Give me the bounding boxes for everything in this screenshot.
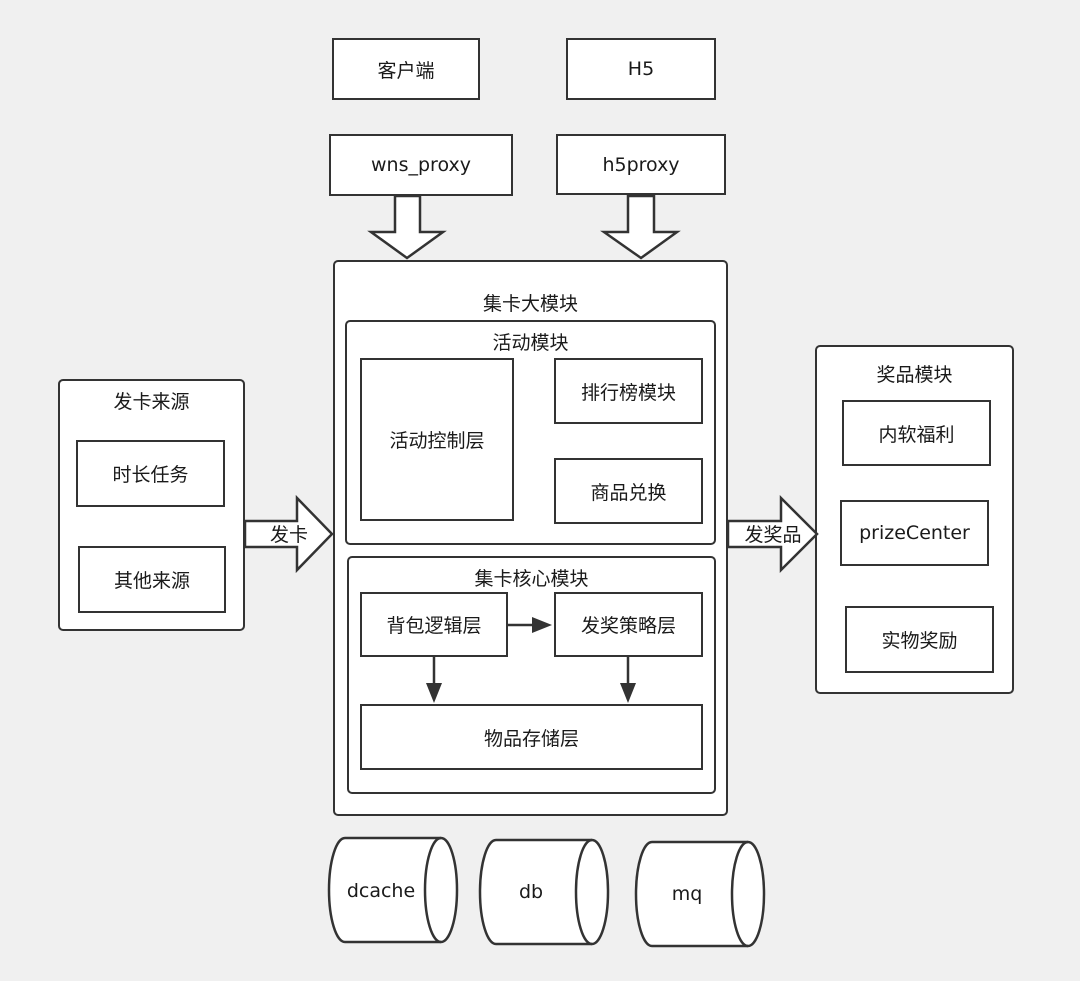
- prize-module-title: 奖品模块: [876, 364, 953, 386]
- wns-proxy-box: wns_proxy: [329, 134, 513, 196]
- mq-cylinder: mq: [634, 840, 766, 948]
- wns-proxy-down-arrow: [367, 194, 447, 260]
- client-box: 客户端: [332, 38, 480, 100]
- item-storage-box: 物品存储层: [360, 704, 703, 770]
- client-label: 客户端: [377, 59, 435, 82]
- prize-strategy-box: 发奖策略层: [554, 592, 703, 657]
- physical-prize-label: 实物奖励: [881, 630, 958, 652]
- prize-center-label: prizeCenter: [859, 522, 970, 544]
- activity-module-title: 活动模块: [492, 332, 569, 354]
- physical-prize-box: 实物奖励: [845, 606, 994, 673]
- duration-task-label: 时长任务: [112, 464, 189, 486]
- mq-label: mq: [672, 883, 703, 905]
- h5proxy-box: h5proxy: [556, 134, 726, 195]
- issue-prize-arrow-label: 发奖品: [744, 524, 801, 546]
- backpack-to-strategy-arrowhead: [532, 617, 552, 633]
- duration-task-box: 时长任务: [76, 440, 225, 507]
- internal-welfare-label: 内软福利: [878, 423, 955, 446]
- issue-card-arrow-label: 发卡: [270, 524, 308, 546]
- issue-prize-arrow: [726, 494, 819, 574]
- goods-exchange-box: 商品兑换: [554, 458, 703, 524]
- other-source-label: 其他来源: [113, 570, 190, 592]
- h5proxy-down-arrow: [600, 194, 681, 260]
- backpack-logic-box: 背包逻辑层: [360, 592, 508, 657]
- dcache-label: dcache: [347, 880, 415, 902]
- ranking-module-label: 排行榜模块: [580, 381, 676, 404]
- prize-strategy-label: 发奖策略层: [580, 615, 676, 637]
- db-label: db: [519, 881, 543, 903]
- card-source-title: 发卡来源: [113, 391, 190, 413]
- h5-box: H5: [566, 38, 716, 100]
- item-storage-label: 物品存储层: [483, 727, 579, 750]
- h5proxy-label: h5proxy: [602, 153, 680, 176]
- h5-label: H5: [627, 58, 655, 80]
- ranking-module-box: 排行榜模块: [554, 358, 703, 424]
- activity-control-layer-box: 活动控制层: [360, 358, 514, 521]
- main-module-title: 集卡大模块: [482, 293, 578, 315]
- other-source-box: 其他来源: [78, 546, 226, 613]
- prize-center-box: prizeCenter: [840, 500, 989, 566]
- backpack-to-storage-arrowhead: [426, 683, 442, 703]
- dcache-cylinder: dcache: [327, 836, 459, 944]
- backpack-logic-label: 背包逻辑层: [386, 615, 482, 637]
- goods-exchange-label: 商品兑换: [590, 481, 667, 504]
- db-cylinder: db: [478, 838, 610, 946]
- activity-control-layer-label: 活动控制层: [389, 430, 485, 452]
- internal-welfare-box: 内软福利: [842, 400, 991, 466]
- issue-card-arrow: [243, 494, 334, 574]
- wns-proxy-label: wns_proxy: [371, 154, 471, 176]
- strategy-to-storage-arrowhead: [620, 683, 636, 703]
- core-module-title: 集卡核心模块: [474, 568, 589, 590]
